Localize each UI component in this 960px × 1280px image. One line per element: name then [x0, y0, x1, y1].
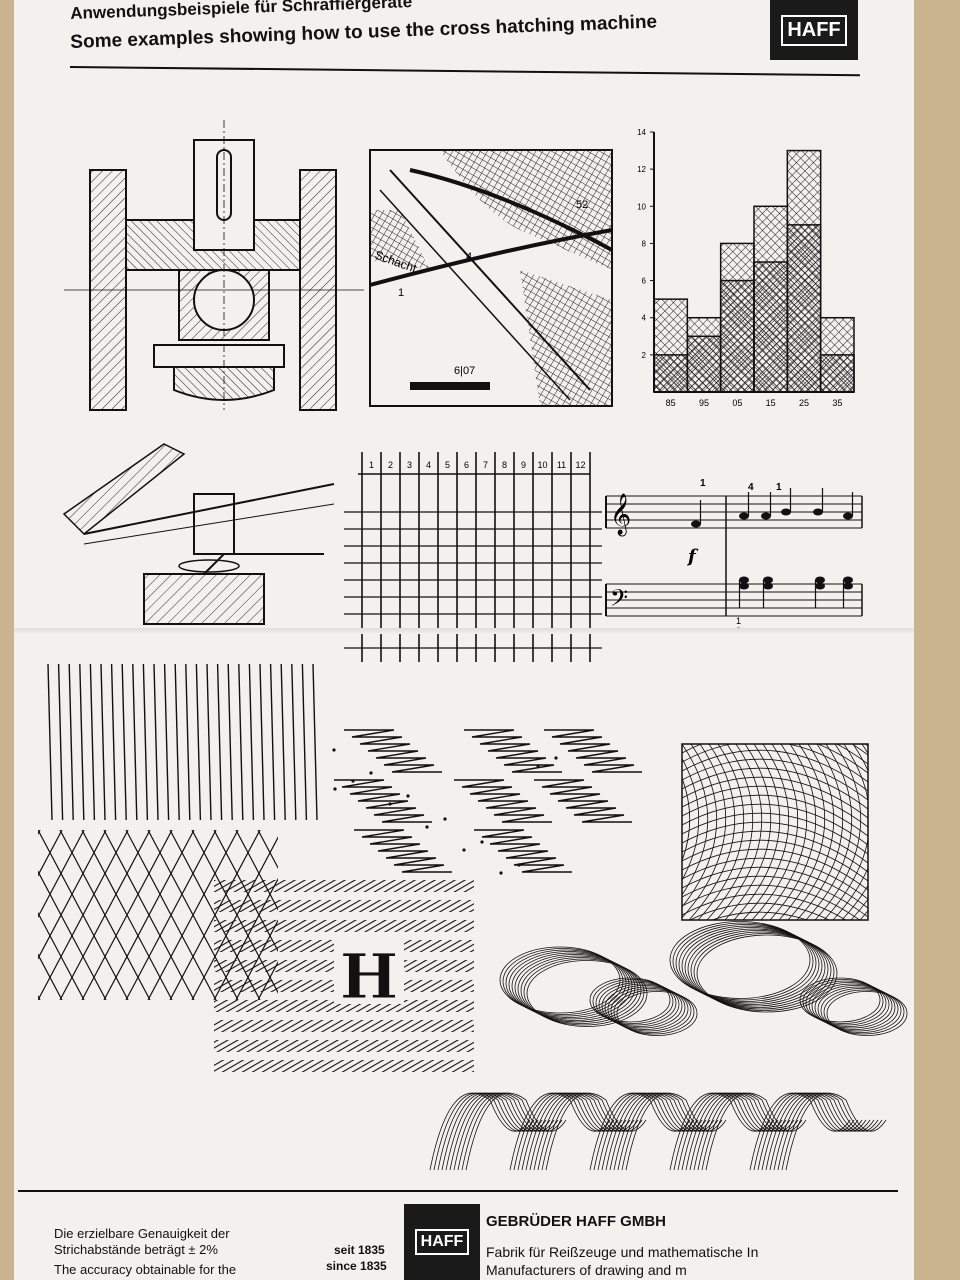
- spiral-ribbon-drawing: [429, 921, 908, 1171]
- document-sheet: Anwendungsbeispiele für Schraffiergeräte…: [14, 0, 914, 1280]
- chord-note: [815, 576, 825, 584]
- chart-y-tick-label: 12: [637, 165, 646, 174]
- fingering-top: 1: [700, 478, 706, 489]
- vertical-line-hatching: [47, 663, 318, 821]
- note-head: [843, 512, 853, 520]
- company-name: GEBRÜDER HAFF GMBH: [486, 1213, 666, 1230]
- curved-cross-hatching: [681, 743, 869, 921]
- since-text-en: since 1835: [326, 1259, 387, 1273]
- chart-x-tick-label: 25: [799, 398, 809, 408]
- map-label-1: 1: [398, 287, 404, 299]
- chart-y-tick-label: 6: [642, 277, 647, 286]
- chart-x-tick-label: 85: [666, 398, 676, 408]
- fingering-bottom: 1: [736, 616, 741, 626]
- roof-truss-drawing: [62, 443, 335, 625]
- note-head: [691, 520, 701, 528]
- dynamic-marking: f: [686, 546, 699, 567]
- note-head: [781, 508, 791, 516]
- title-rule: [69, 66, 860, 77]
- map-label-607: 6|07: [454, 365, 475, 377]
- hatched-bar-chart: 2 4 6 8 10 12 14 85 95 05 15 25 35: [637, 128, 855, 408]
- accuracy-text-en: The accuracy obtainable for the: [54, 1262, 237, 1277]
- chart-y-tick-label: 2: [642, 351, 647, 360]
- fingering-top: 4: [748, 482, 754, 493]
- grid-column-header: 10: [537, 460, 547, 470]
- chart-x-tick-label: 35: [832, 398, 842, 408]
- grid-column-header: 6: [464, 460, 469, 470]
- chord-note: [739, 576, 749, 584]
- chart-y-tick-label: 10: [637, 202, 646, 211]
- chart-bar: [686, 335, 722, 393]
- note-head: [813, 508, 823, 516]
- chart-bar: [653, 354, 689, 393]
- chart-x-tick-label: 95: [699, 398, 709, 408]
- chart-y-tick-label: 4: [642, 314, 647, 323]
- since-text-de: seit 1835: [334, 1243, 385, 1257]
- fingering-top: 1: [776, 482, 782, 493]
- striped-h-panel: H: [214, 880, 474, 1072]
- grid-column-header: 7: [483, 460, 488, 470]
- chord-note: [815, 582, 825, 590]
- note-head: [761, 512, 771, 520]
- grid-column-header: 9: [521, 460, 526, 470]
- footer-rule: [18, 1190, 898, 1192]
- h-letter-mark: H: [340, 940, 399, 1013]
- haff-logo-bottom: HAFF: [404, 1204, 480, 1280]
- chart-y-tick-label: 8: [642, 239, 647, 248]
- grid-column-header: 5: [445, 460, 450, 470]
- title-german: Anwendungsbeispiele für Schraffiergeräte: [70, 0, 413, 23]
- chart-y-tick-label: 14: [637, 128, 646, 137]
- chord-note: [843, 576, 853, 584]
- treble-clef-icon: 𝄞: [610, 493, 631, 536]
- chord-note: [763, 582, 773, 590]
- valve-section-drawing: [64, 120, 364, 411]
- accuracy-text-de-2: Strichabstände beträgt ± 2%: [54, 1242, 218, 1257]
- chord-note: [763, 576, 773, 584]
- grid-column-header: 12: [575, 460, 585, 470]
- haff-logo-top: HAFF: [770, 0, 858, 60]
- bass-clef-icon: 𝄢: [610, 584, 628, 617]
- map-label-4: 4: [466, 251, 472, 263]
- zigzag-hatching: [332, 729, 642, 875]
- chart-x-tick-label: 05: [732, 398, 742, 408]
- chart-bar: [819, 354, 855, 393]
- grid-column-header: 8: [502, 460, 507, 470]
- grid-column-header: 3: [407, 460, 412, 470]
- chart-bar: [719, 279, 755, 393]
- chart-bar: [753, 261, 789, 393]
- fingering-bottom: 3: [736, 626, 741, 636]
- grid-column-header: 4: [426, 460, 431, 470]
- note-head: [739, 512, 749, 520]
- company-line-de: Fabrik für Reißzeuge und mathematische I…: [486, 1244, 759, 1260]
- company-line-en: Manufacturers of drawing and m: [486, 1262, 687, 1278]
- map-label-52: 52: [576, 199, 588, 211]
- grid-column-header: 11: [557, 460, 566, 470]
- chart-x-tick-label: 15: [766, 398, 776, 408]
- mine-map-drawing: Schacht 52 6|07 4 1: [369, 149, 613, 407]
- accuracy-text-de-1: Die erzielbare Genauigkeit der: [54, 1226, 230, 1241]
- chart-bar: [786, 224, 822, 393]
- grid-column-header: 1: [369, 460, 374, 470]
- chord-note: [739, 582, 749, 590]
- grid-column-header: 2: [388, 460, 393, 470]
- chord-note: [843, 582, 853, 590]
